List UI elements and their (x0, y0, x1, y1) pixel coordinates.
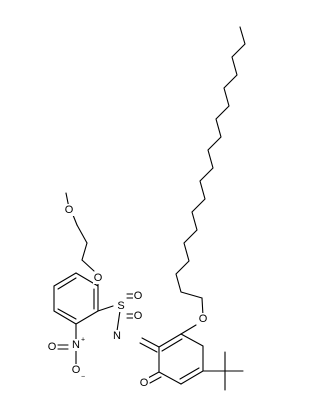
chemical-structure-figure: O O S O O N N + O O − O O (47, 26, 246, 391)
ketone-oxygen-label: O (140, 377, 149, 389)
imine-double-bond-a (141, 337, 160, 348)
ring2-bond-c1-c2 (158, 333, 182, 348)
ring1-double-a5-a6 (57, 308, 77, 320)
ring1-double-a3-a4 (57, 277, 77, 290)
ring2-bond-c4-c5 (180, 370, 204, 385)
nitro-double-oxygen-label: O (48, 341, 57, 353)
sulfur-label: S (117, 300, 124, 312)
methoxy-oxygen-label: O (65, 204, 74, 216)
nitro-nitrogen-label: N (72, 339, 80, 351)
methoxy-link-bond (72, 214, 78, 226)
ring-to-alkoxy-oxygen-bond (180, 324, 197, 335)
ring2-bond-c2-c3 (180, 333, 204, 347)
ring2-bond-c5-c6 (158, 371, 182, 385)
alkyl-chain-bonds (175, 26, 246, 299)
ethylene-bond (81, 242, 88, 261)
ring2-double-c4-c5 (179, 367, 200, 380)
ring1-bond-a5-a6 (53, 310, 77, 325)
ether-oxygen-to-ch2-bond (81, 259, 95, 272)
ring1-bond-a3-a4 (53, 272, 77, 287)
imine-double-bond-b (139, 342, 158, 353)
nitro-single-oxygen-label: O (72, 364, 81, 376)
ether-oxygen-label: O (94, 272, 103, 284)
atom-labels: O O S O O N N + O O − O O (47, 204, 208, 389)
structure-drawing: O O S O O N N + O O − O O (47, 26, 246, 391)
imine-nitrogen-label: N (113, 330, 121, 342)
ch2-to-methoxy-oxygen-bond (76, 224, 88, 244)
sulfonyl-oxygen-1-label: O (134, 290, 143, 302)
ketone-bond (147, 371, 160, 379)
nitro-negative-charge: − (81, 374, 85, 381)
sulfur-aryl-bond (97, 305, 114, 312)
ketone-double-bond (149, 376, 162, 384)
alkoxy-oxygen-label: O (199, 313, 208, 325)
sulfonyl-oxygen-2-label: O (134, 310, 143, 322)
ring1-bond-a6-a1 (75, 310, 99, 325)
ring2-double-c1-c2 (161, 338, 183, 352)
nitro-positive-charge: + (81, 337, 85, 344)
